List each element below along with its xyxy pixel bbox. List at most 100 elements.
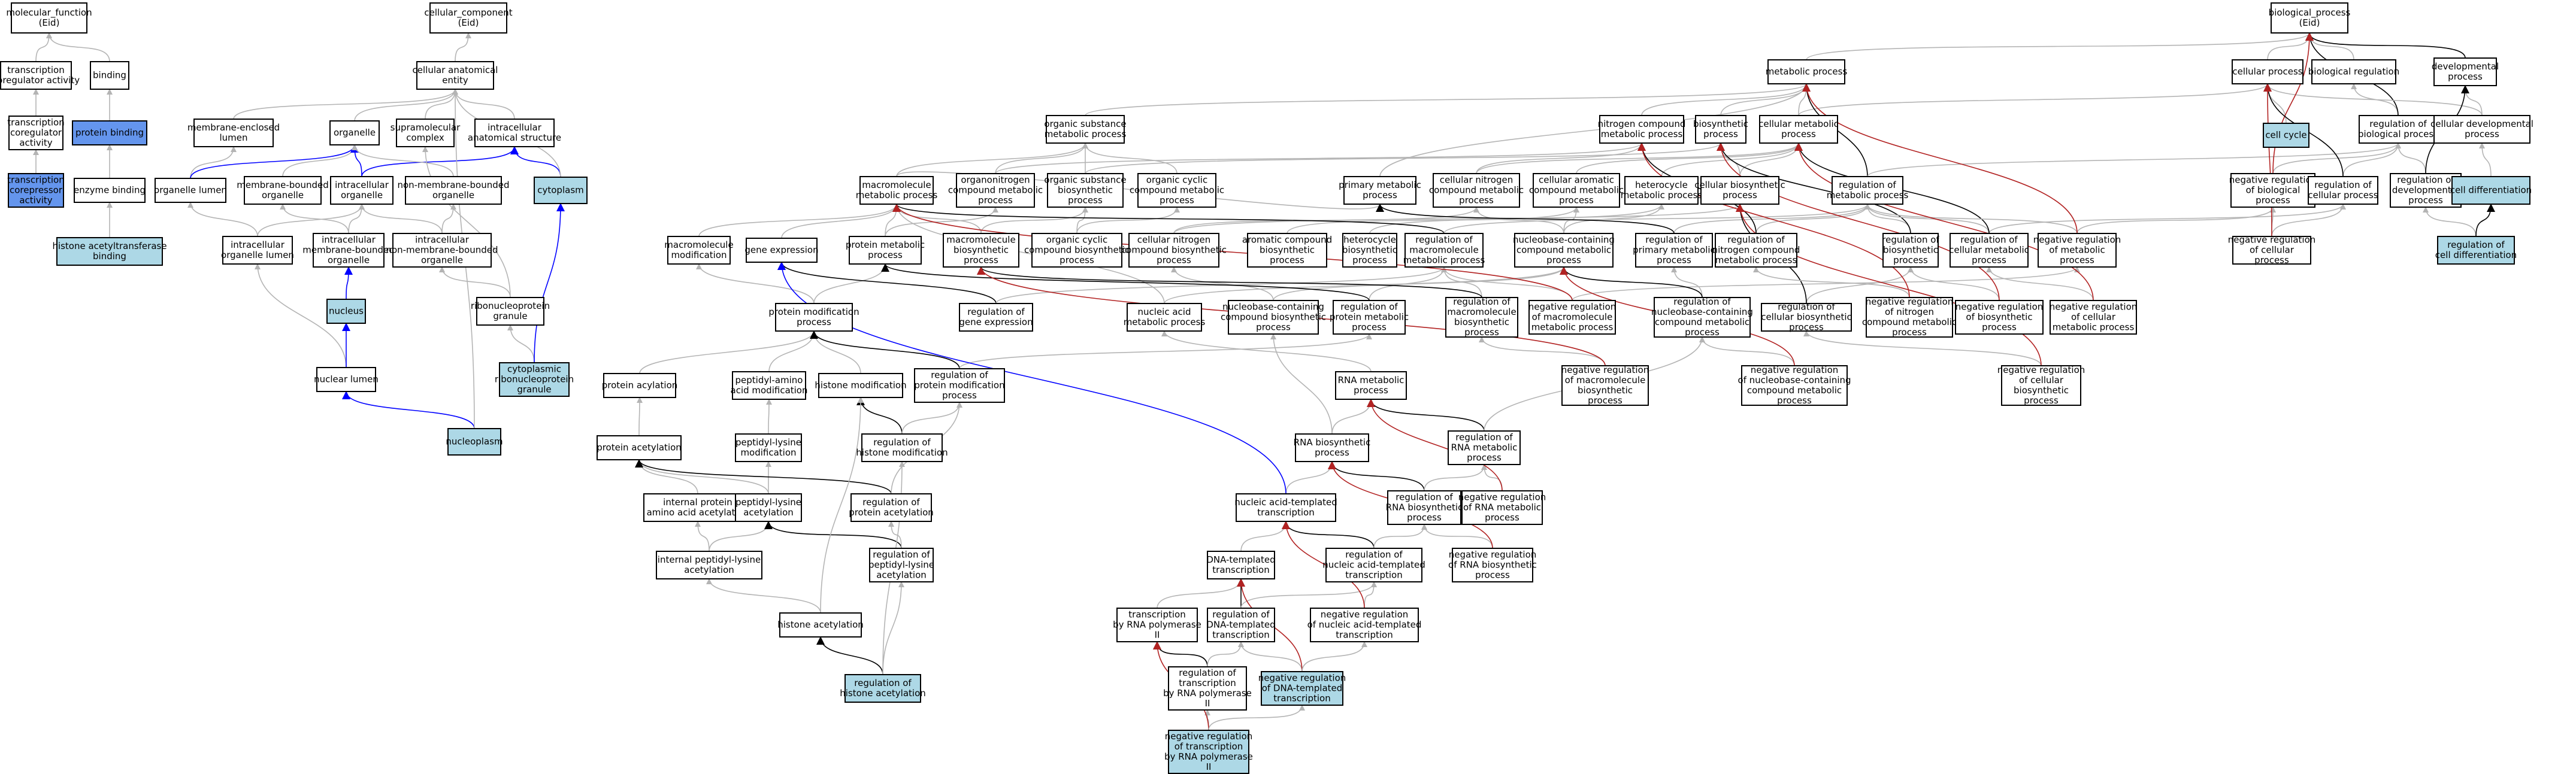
go-term-label: organelle <box>341 190 383 201</box>
go-term-box <box>316 367 376 392</box>
go-term-node-nuclumen: nuclear lumen <box>314 367 379 392</box>
go-term-label: process <box>1982 321 2017 332</box>
go-term-label: regulation of <box>967 306 1025 317</box>
go-term-label: process <box>942 390 977 400</box>
go-term-label: metabolic process <box>856 190 938 201</box>
is-a-edge <box>1671 266 1703 298</box>
go-term-box <box>476 297 544 326</box>
go-term-box <box>244 176 322 205</box>
go-term-label: regulation of <box>873 549 930 560</box>
go-term-label: of macromolecule <box>1565 375 1646 386</box>
go-term-box <box>1741 365 1848 406</box>
go-term-box <box>1128 233 1219 268</box>
go-term-box <box>1261 671 1343 706</box>
is-a-edge <box>187 202 258 237</box>
go-term-label: protein metabolic <box>1330 311 1409 322</box>
go-term-label: organic cyclic <box>1146 174 1207 185</box>
go-term-label: organic cyclic <box>1046 234 1107 245</box>
go-term-label: negative regulation <box>1956 301 2044 312</box>
go-term-label: compound biosynthetic <box>1121 244 1227 255</box>
go-term-label: transcription <box>1345 569 1402 580</box>
go-term-label: regulation of <box>1396 491 1453 502</box>
is-a-edge <box>1637 142 1757 234</box>
go-term-node-nucleoplasm: nucleoplasm <box>446 428 503 456</box>
is-a-edge <box>1576 142 1802 174</box>
is-a-edge <box>1986 266 2094 301</box>
go-term-label: organelle lumen <box>154 184 227 195</box>
is-a-edge <box>2263 83 2272 237</box>
go-term-box <box>746 238 818 263</box>
go-term-label: organelle <box>262 190 304 201</box>
go-term-label: binding <box>93 251 126 262</box>
go-term-label: nucleus <box>329 305 364 316</box>
is-a-edge <box>1207 641 1244 667</box>
go-term-label: transcription <box>7 65 64 75</box>
go-term-node-cytoplasm: cytoplasm <box>534 177 588 204</box>
go-term-label: process <box>2024 395 2059 406</box>
go-term-box <box>1404 233 1484 268</box>
is-a-edge <box>810 330 960 369</box>
go-term-label: of macromolecule <box>1532 311 1613 322</box>
go-term-box <box>1207 551 1275 579</box>
go-term-label: histone acetylation <box>840 688 926 699</box>
is-a-edge <box>1864 204 1990 234</box>
is-a-edge <box>781 204 900 239</box>
go-term-box <box>844 674 921 703</box>
go-term-node-cellproc: cellular process <box>2232 59 2303 84</box>
is-a-edge <box>257 204 365 237</box>
go-term-label: enzyme binding <box>74 184 146 195</box>
is-a-edge <box>1563 204 1664 234</box>
go-term-label: protein modification <box>914 380 1004 390</box>
go-term-label: regulation of <box>873 437 931 448</box>
go-term-box <box>861 433 943 462</box>
is-a-edge <box>1563 207 1579 234</box>
go-term-box <box>1046 115 1125 144</box>
is-a-edge <box>2076 207 2276 234</box>
go-term-label: negative regulation <box>1449 549 1537 560</box>
is-a-edge <box>765 399 772 435</box>
go-term-box <box>1168 730 1249 774</box>
is-a-edge <box>1473 207 1564 234</box>
is-a-edge <box>1157 578 1244 609</box>
go-term-box <box>1624 176 1699 205</box>
go-term-label: regulation of <box>1839 180 1896 190</box>
go-term-box <box>656 551 762 579</box>
go-term-box <box>956 173 1035 208</box>
go-term-label: of biosynthetic <box>1966 311 2032 322</box>
go-term-label: process <box>2060 254 2094 265</box>
is-a-edge <box>1173 204 1743 234</box>
go-term-label: anatomical structure <box>468 132 561 143</box>
go-term-box <box>597 435 682 460</box>
go-term-label: biosynthetic <box>1454 317 1509 327</box>
go-term-box <box>2308 176 2378 205</box>
go-term-box <box>155 178 226 203</box>
go-term-node-intnonmemb: intracellularnon-membrane-boundedorganel… <box>386 233 498 268</box>
go-term-label: process <box>1315 447 1349 458</box>
is-a-edge <box>2271 204 2346 237</box>
is-a-edge <box>507 324 535 363</box>
go-term-label: DNA-templated <box>1206 619 1275 630</box>
go-term-label: process <box>1464 327 1499 338</box>
go-term-label: regulation of <box>2447 239 2505 250</box>
go-term-label: corepressor <box>10 184 63 195</box>
go-term-box <box>1533 173 1620 208</box>
